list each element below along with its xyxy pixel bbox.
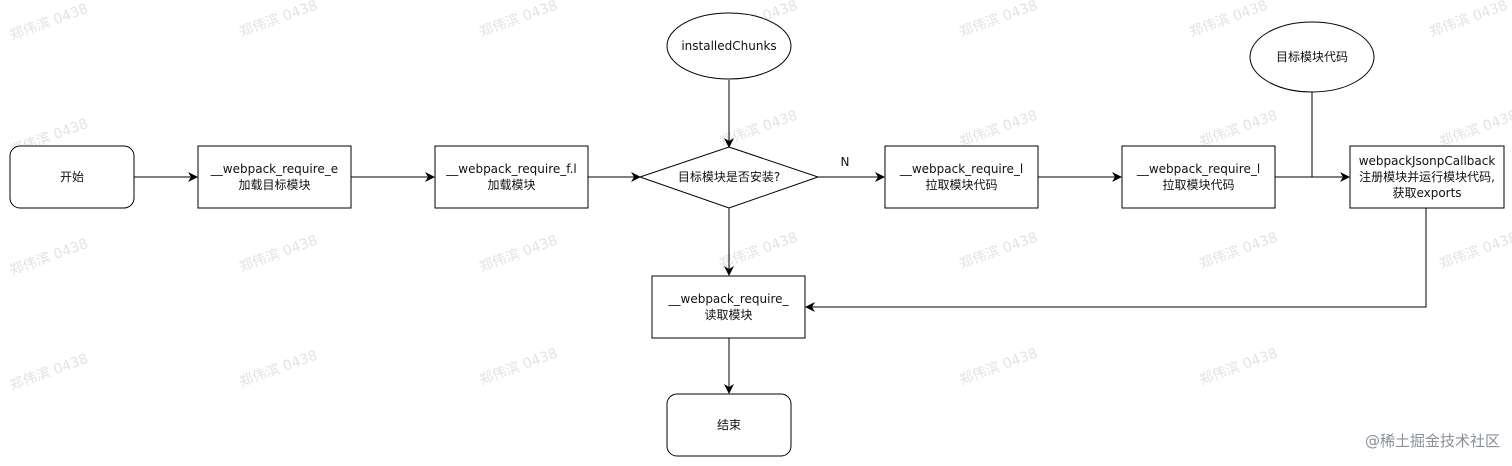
watermark-text: 郑伟滨 0438 [477, 232, 560, 275]
installed-chunks-node[interactable]: installedChunks [666, 12, 792, 80]
jsonp-callback-line-2: 注册模块并运行模块代码, [1359, 169, 1495, 184]
watermark-text: 郑伟滨 0438 [1187, 0, 1270, 41]
read-module-line-1: __webpack_require_ [668, 292, 790, 306]
end-node[interactable]: 结束 [666, 393, 792, 457]
watermark-text: 郑伟滨 0438 [1197, 229, 1280, 272]
edges [134, 80, 1427, 394]
nodes: 开始 __webpack_require_e 加载目标模块 __webpack_… [9, 12, 1505, 457]
pull-code-2-line-2: 拉取模块代码 [1162, 177, 1234, 192]
target-code-label: 目标模块代码 [1276, 50, 1348, 64]
watermark-text: 郑伟滨 0438 [237, 347, 320, 390]
watermark-text: 郑伟滨 0438 [957, 0, 1040, 41]
start-node[interactable]: 开始 [9, 145, 135, 209]
load-module-line-1: __webpack_require_f.l [445, 162, 577, 176]
watermark-text: 郑伟滨 0438 [477, 345, 560, 388]
watermark-text: 郑伟滨 0438 [8, 236, 91, 279]
watermark-text: 郑伟滨 0438 [1437, 107, 1512, 150]
watermark-text: 郑伟滨 0438 [237, 232, 320, 275]
watermark-text: 郑伟滨 0438 [957, 107, 1040, 150]
load-module-node[interactable]: __webpack_require_f.l 加载模块 [434, 145, 589, 209]
watermark-text: 郑伟滨 0438 [8, 351, 91, 394]
start-label: 开始 [60, 170, 84, 184]
watermark-text: 郑伟滨 0438 [237, 0, 320, 41]
read-module-line-2: 读取模块 [704, 308, 752, 322]
load-module-line-2: 加载模块 [487, 178, 535, 192]
jsonp-callback-line-1: webpackJsonpCallback [1359, 154, 1496, 168]
end-label: 结束 [717, 418, 741, 432]
installed-chunks-label: installedChunks [681, 39, 776, 53]
watermark-text: 郑伟滨 0438 [1427, 0, 1510, 41]
watermark-text: 郑伟滨 0438 [1197, 107, 1280, 150]
corner-watermark: @稀土掘金技术社区 [1365, 432, 1500, 450]
pull-code-2-line-1: __webpack_require_l [1136, 162, 1260, 176]
read-module-node[interactable]: __webpack_require_ 读取模块 [651, 275, 806, 339]
watermark-text: 郑伟滨 0438 [477, 0, 560, 41]
edge-jsonp-callback-to-read-module [805, 208, 1427, 312]
pull-code-1-line-2: 拉取模块代码 [925, 177, 997, 192]
load-target-node[interactable]: __webpack_require_e 加载目标模块 [197, 145, 352, 209]
jsonp-callback-line-3: 获取exports [1392, 186, 1461, 200]
target-code-node[interactable]: 目标模块代码 [1249, 21, 1375, 93]
watermark-text: 郑伟滨 0438 [1197, 345, 1280, 388]
watermark-text: 郑伟滨 0438 [1437, 229, 1512, 272]
edge-label-no: N [841, 155, 850, 169]
watermark-text: 郑伟滨 0438 [8, 1, 91, 44]
is-installed-decision[interactable]: 目标模块是否安装? [638, 146, 820, 209]
watermark-text: 郑伟滨 0438 [957, 229, 1040, 272]
pull-code-node-1[interactable]: __webpack_require_l 拉取模块代码 [884, 145, 1039, 209]
load-target-line-2: 加载目标模块 [238, 178, 310, 192]
watermark-text: 郑伟滨 0438 [957, 345, 1040, 388]
is-installed-label: 目标模块是否安装? [678, 169, 780, 184]
pull-code-node-2[interactable]: __webpack_require_l 拉取模块代码 [1121, 145, 1276, 209]
jsonp-callback-node[interactable]: webpackJsonpCallback 注册模块并运行模块代码, 获取expo… [1349, 145, 1505, 209]
pull-code-1-line-1: __webpack_require_l [899, 162, 1023, 176]
load-target-line-1: __webpack_require_e [210, 162, 338, 176]
